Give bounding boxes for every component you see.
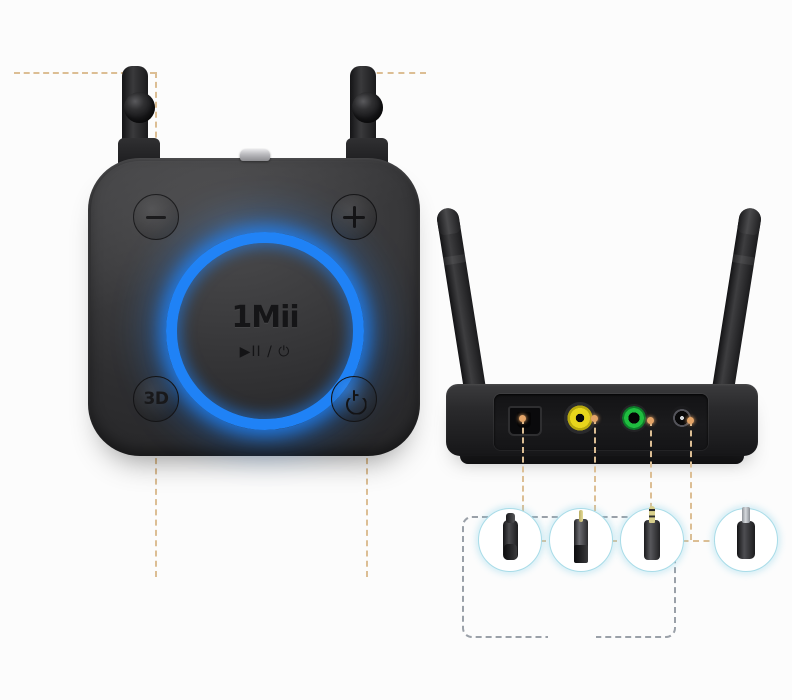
blue-led-ring: 1Mii ▶II / ⏻ <box>166 232 364 430</box>
device-body-top: 1Mii ▶II / ⏻ 3D <box>88 149 420 456</box>
aux-trs-plug-icon <box>644 506 660 560</box>
antenna-left-ball-icon <box>124 92 155 123</box>
function-line-label: ▶II / ⏻ <box>239 343 291 360</box>
optical-port[interactable] <box>508 406 542 436</box>
callout-dot-dc-port <box>687 417 694 424</box>
coaxial-port[interactable] <box>564 402 596 434</box>
antenna-right-tip-icon <box>736 206 763 236</box>
callout-line-aux-port <box>650 420 652 540</box>
plus-icon <box>343 206 365 228</box>
rca-coaxial-plug-icon <box>574 510 588 563</box>
callout-line-power-vertical <box>366 417 368 577</box>
antenna-left[interactable] <box>435 206 488 404</box>
callout-line-dc-port <box>690 420 692 540</box>
callout-dot-optical-port <box>519 415 526 422</box>
power-icon <box>345 389 364 409</box>
aux-plug <box>620 506 684 572</box>
antenna-right[interactable] <box>710 206 763 404</box>
callout-line-optical-port <box>522 418 524 540</box>
callout-line-volume-up-horizontal <box>366 72 426 74</box>
callout-link-coaxial-to-aux <box>592 540 636 542</box>
antenna-left-tip-icon <box>435 206 462 236</box>
optical-plug <box>478 508 542 572</box>
volume-up-button[interactable] <box>331 194 377 240</box>
callout-line-volume-down-horizontal <box>14 72 156 74</box>
dc-barrel-plug-icon <box>737 507 755 559</box>
coaxial-plug <box>549 508 613 572</box>
connector-group-box-gap <box>548 626 596 638</box>
aux-port[interactable] <box>620 404 648 432</box>
3d-icon: 3D <box>143 389 169 409</box>
callout-line-coaxial-port <box>594 418 596 540</box>
right-device-rear-view <box>432 196 772 476</box>
antenna-right-ball-icon <box>352 92 383 123</box>
minus-icon <box>146 215 166 219</box>
pairing-tab <box>240 149 270 161</box>
dc-plug <box>714 507 778 572</box>
rear-port-plate <box>494 394 708 450</box>
callout-line-three-d-vertical <box>155 417 157 577</box>
callout-link-optical-to-coaxial <box>520 540 566 542</box>
callout-dot-aux-port <box>647 417 654 424</box>
callout-link-aux-to-dc <box>672 540 720 542</box>
volume-down-button[interactable] <box>133 194 179 240</box>
left-device-top-view: 1Mii ▶II / ⏻ 3D <box>88 66 420 456</box>
three-d-mode-button[interactable]: 3D <box>133 376 179 422</box>
toslink-optical-plug-icon <box>502 513 518 560</box>
brand-logo: 1Mii <box>231 299 299 335</box>
callout-dot-coaxial-port <box>591 415 598 422</box>
power-button[interactable] <box>331 376 377 422</box>
